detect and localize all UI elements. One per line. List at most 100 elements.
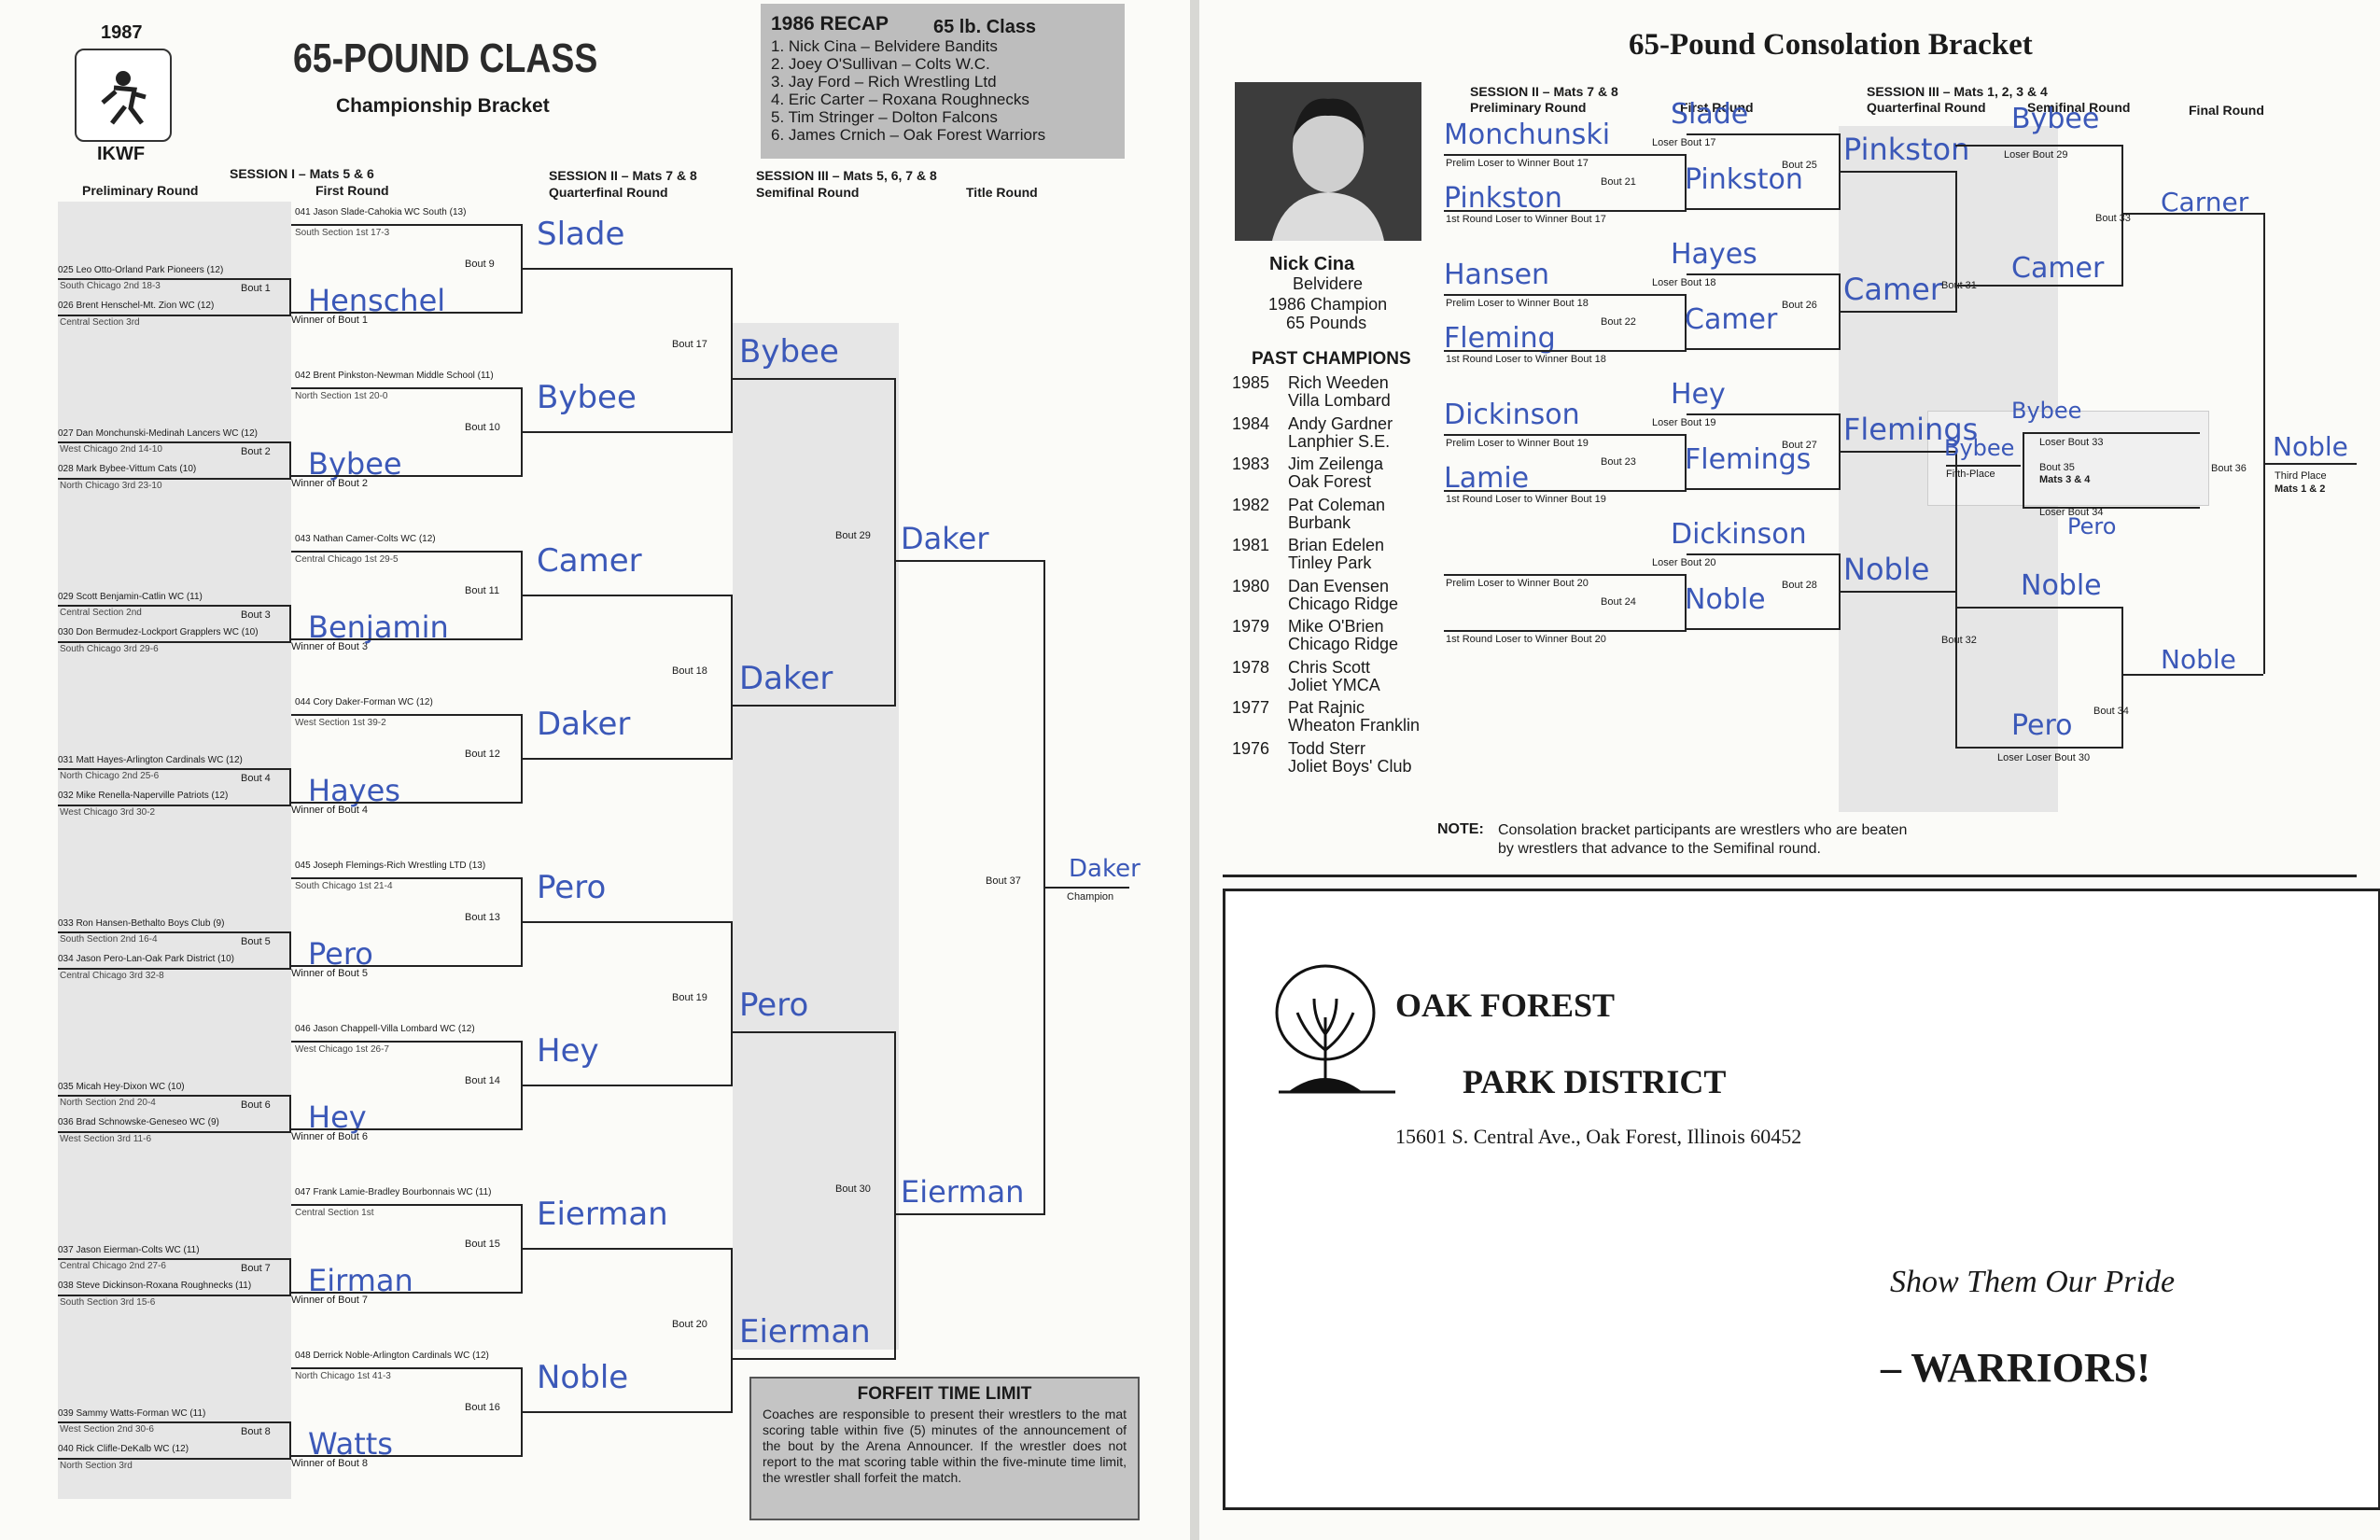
bout-label: Bout 30 (835, 1183, 871, 1195)
title-round-header: Title Round (966, 185, 1038, 200)
first-round-seed: 046 Jason Chappell-Villa Lombard WC (12) (295, 1024, 475, 1034)
bracket-line (1687, 133, 1841, 135)
cons-session3-header: SESSION III – Mats 1, 2, 3 & 4 (1867, 84, 2048, 99)
past-champions-title: PAST CHAMPIONS (1252, 349, 1411, 369)
prelim-wrestler-b: 038 Steve Dickinson-Roxana Roughnecks (1… (58, 1281, 252, 1291)
past-club: Villa Lombard (1288, 391, 1391, 410)
loser-label: Loser Bout 17 (1652, 137, 1716, 148)
prelim-wrestler-b: 028 Mark Bybee-Vittum Cats (10) (58, 464, 197, 474)
recap-box (761, 4, 1125, 159)
bracket-line (1444, 350, 1687, 352)
cons-prelim-label: Prelim Loser to Winner Bout 17 (1446, 158, 1589, 169)
bracket-line (1685, 574, 1687, 630)
past-name: Pat Coleman (1288, 495, 1386, 514)
handwritten-cons-winner: Noble (1685, 583, 1766, 616)
bracket-line (1687, 273, 1841, 275)
handwritten-w32: Noble (2021, 569, 2102, 602)
prelim-wrestler-a: 025 Leo Otto-Orland Park Pioneers (12) (58, 265, 224, 275)
handwritten-qf-cons: Flemings (1843, 412, 1979, 447)
handwritten-qf-winner: Bybee (537, 379, 637, 416)
quarterfinal-line (523, 921, 733, 923)
bracket-line (1841, 451, 1957, 453)
bracket-line (291, 1128, 523, 1130)
first-round-record: North Section 1st 20-0 (295, 391, 388, 401)
session-2-header: SESSION II – Mats 7 & 8 (549, 168, 697, 183)
bout-label: Bout 36 (2211, 463, 2247, 474)
recap-line: 1. Nick Cina – Belvidere Bandits (771, 37, 998, 55)
prelim-wrestler-a: 033 Ron Hansen-Bethalto Boys Club (9) (58, 918, 225, 929)
bout-label: Bout 23 (1601, 456, 1636, 468)
first-round-record: Central Chicago 1st 29-5 (295, 554, 399, 565)
handwritten-qf-winner: Daker (537, 706, 631, 743)
bout-label: Bout 3 (241, 609, 271, 621)
prelim-wrestler-a: 029 Scott Benjamin-Catlin WC (11) (58, 592, 203, 602)
prelim-record-b: West Chicago 3rd 30-2 (60, 807, 156, 818)
handwritten-loser30: Pero (2011, 709, 2073, 742)
handwritten-loser29: Bybee (2011, 103, 2100, 135)
handwritten-qf-winner: Eierman (537, 1196, 668, 1233)
quarterfinal-line (523, 1085, 733, 1086)
bracket-line (2121, 145, 2123, 285)
bout-label: Bout 18 (672, 665, 707, 677)
handwritten-final-winner: Eierman (901, 1173, 1025, 1210)
prelim-wrestler-a: 037 Jason Eierman-Colts WC (11) (58, 1245, 200, 1255)
semifinal-line (733, 377, 896, 380)
bracket-line (521, 1041, 523, 1128)
cons-quarterfinal-header: Quarterfinal Round (1867, 100, 1986, 115)
past-club: Lanphier S.E. (1288, 431, 1391, 451)
recap-line: 4. Eric Carter – Roxana Roughnecks (771, 91, 1029, 108)
bracket-line (1955, 747, 2123, 749)
quarterfinal-line (523, 1411, 733, 1413)
prelim-wrestler-b: 026 Brent Henschel-Mt. Zion WC (12) (58, 301, 215, 311)
bout-label: Bout 1 (241, 283, 271, 294)
cons-prelim-header: Preliminary Round (1470, 100, 1587, 115)
recap-line: 5. Tim Stringer – Dolton Falcons (771, 108, 998, 126)
bracket-line (1946, 465, 2021, 467)
bracket-line (1687, 553, 1841, 555)
bracket-line (1444, 630, 1687, 632)
bout-label: Bout 10 (465, 422, 500, 433)
bracket-line (521, 1204, 523, 1292)
past-year: 1978 (1232, 657, 1270, 677)
handwritten-sf-winner: Daker (739, 659, 833, 697)
first-round-record: West Section 1st 39-2 (295, 718, 386, 728)
final-line (896, 1212, 1045, 1215)
handwritten-cons-winner: Pinkston (1685, 163, 1803, 196)
bracket-line (291, 1041, 523, 1043)
handwritten-sf-winner: Bybee (739, 332, 839, 371)
prelim-record-b: South Chicago 3rd 29-6 (60, 644, 159, 654)
past-name: Dan Evensen (1288, 576, 1390, 595)
bracket-line (291, 475, 523, 477)
prelim-record-b: West Section 3rd 11-6 (60, 1134, 152, 1144)
bracket-line (291, 714, 523, 716)
past-name: Pat Rajnic (1288, 698, 1365, 717)
bout-label: Bout 16 (465, 1402, 500, 1413)
ad-cheer: – WARRIORS! (1881, 1345, 2150, 1391)
prelim-round-header: Preliminary Round (82, 183, 199, 198)
past-year: 1980 (1232, 576, 1270, 595)
recap-class: 65 lb. Class (933, 17, 1037, 37)
handwritten-champion: Daker (1069, 854, 1141, 883)
handwritten-qf-cons: Camer (1843, 272, 1942, 307)
prelim-wrestler-a: 031 Matt Hayes-Arlington Cardinals WC (1… (58, 755, 243, 765)
bout-label: Bout 34 (2093, 706, 2129, 717)
past-year: 1979 (1232, 617, 1270, 636)
forfeit-title: FORFEIT TIME LIMIT (857, 1384, 1032, 1404)
bracket-line (1839, 133, 1841, 208)
first-round-record: West Chicago 1st 26-7 (295, 1044, 389, 1055)
bout-label: Bout 14 (465, 1075, 500, 1086)
winner-of-bout-label: Winner of Bout 5 (291, 968, 368, 979)
bout-label: Bout 15 (465, 1239, 500, 1250)
prelim-record-a: South Chicago 2nd 18-3 (60, 281, 161, 291)
first-round-seed: 041 Jason Slade-Cahokia WC South (13) (295, 207, 467, 217)
bracket-line (291, 387, 523, 389)
bracket-line (291, 1292, 523, 1294)
handwritten-qf-winner: Slade (537, 216, 625, 253)
handwritten-cons-winner: Flemings (1685, 443, 1812, 476)
loser-label: Loser Bout 18 (1652, 277, 1716, 288)
handwritten-w33: Carner (2161, 187, 2249, 217)
bracket-line (289, 605, 291, 641)
winner-of-bout-label: Winner of Bout 7 (291, 1295, 368, 1306)
prelim-record-a: West Section 2nd 30-6 (60, 1424, 154, 1435)
bracket-line (1687, 348, 1841, 350)
